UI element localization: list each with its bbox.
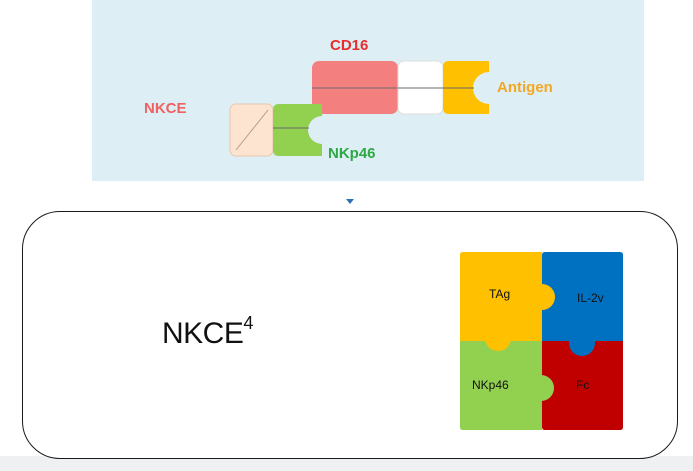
- bottom-strip: [0, 456, 693, 471]
- puzzle-piece-tag: [460, 252, 555, 351]
- nkce-molecule-diagram: [229, 60, 489, 157]
- puzzle-label-tag: TAg: [489, 287, 511, 301]
- white-domain-block: [397, 60, 444, 115]
- nkce-label: NKCE: [144, 100, 187, 117]
- puzzle-label-nkp46: NKp46: [472, 378, 509, 392]
- antigen-binder-block: [443, 61, 489, 114]
- puzzle-diagram: [460, 252, 623, 430]
- puzzle-label-fc: Fc: [576, 378, 590, 392]
- card-title-superscript: 4: [243, 313, 253, 333]
- nkp46-binder-block: [273, 104, 322, 156]
- antigen-label: Antigen: [497, 79, 553, 96]
- cd16-domain-block: [312, 61, 398, 114]
- puzzle-label-il2v: IL-2v: [577, 291, 604, 305]
- peach-domain-block: [229, 103, 274, 157]
- nkp46-label: NKp46: [328, 145, 376, 162]
- card-title-text: NKCE: [162, 317, 244, 350]
- puzzle-piece-fc: [542, 341, 623, 430]
- chevron-down-icon[interactable]: [346, 199, 354, 204]
- puzzle-piece-il2v: [542, 252, 623, 356]
- cd16-label: CD16: [330, 37, 369, 54]
- puzzle-piece-nkp46: [460, 341, 554, 430]
- card-title: NKCE4: [162, 314, 253, 351]
